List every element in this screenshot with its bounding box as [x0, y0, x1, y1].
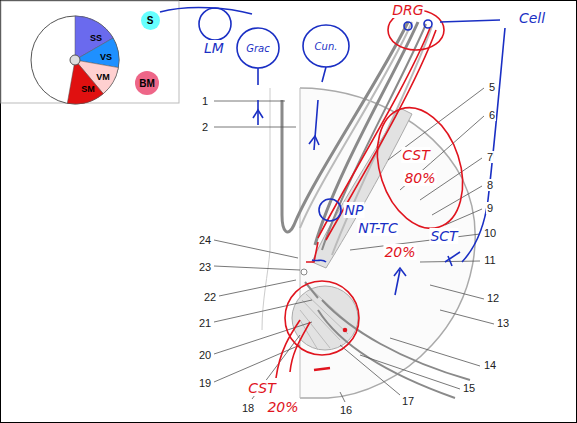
callout-number: 7 [486, 151, 494, 163]
handwritten-note: Cun. [314, 41, 339, 52]
red-annotations [276, 10, 477, 378]
callout-number: 15 [462, 382, 476, 394]
leader [390, 338, 480, 366]
handwritten-note: LM [203, 40, 225, 56]
callout-number: 10 [483, 227, 497, 239]
blue-dot [404, 22, 412, 30]
blue-annotations [160, 8, 505, 295]
leader [340, 345, 400, 395]
callout-number: 18 [241, 402, 255, 414]
callout-number: 1 [201, 95, 209, 107]
callout-number: 14 [483, 359, 497, 371]
sector-label: SM [81, 84, 95, 94]
callout-number: 9 [486, 202, 494, 214]
leader [214, 240, 298, 258]
blue-loop [199, 8, 231, 40]
pie-outline [31, 16, 119, 104]
red-dot [344, 329, 347, 332]
blue-mark [445, 252, 460, 266]
leader-lines [214, 88, 494, 402]
inset-panel [1, 1, 179, 103]
handwritten-note: 20% [383, 244, 416, 260]
blue-line [462, 28, 505, 262]
callout-number: 17 [401, 395, 415, 407]
fibre [318, 310, 455, 398]
sector-label: SS [90, 33, 102, 43]
handwritten-note: SCT [429, 228, 458, 244]
callout-number: 12 [486, 292, 500, 304]
handwritten-note: NP [344, 202, 365, 218]
sector-label: VM [96, 72, 110, 82]
fibre [315, 22, 418, 245]
callout-number: 6 [488, 109, 496, 121]
ventral-horn [292, 286, 358, 350]
callout-number: 21 [198, 317, 212, 329]
callout-number: 2 [201, 121, 209, 133]
blue-dot [424, 20, 432, 28]
callout-number: 13 [496, 317, 510, 329]
cord [262, 88, 475, 398]
handwritten-note: Grac [245, 43, 271, 54]
blue-arrow [394, 268, 406, 295]
callout-number: 5 [488, 81, 496, 93]
median-septum [300, 88, 301, 398]
leader [430, 285, 484, 299]
handwritten-note: 20% [266, 399, 299, 415]
handwritten-note: NT-TC [357, 220, 398, 236]
inset-pie [1, 1, 179, 104]
leader [440, 310, 494, 324]
blue-loop [237, 28, 279, 68]
red-tract [318, 28, 430, 238]
blue-line [257, 68, 259, 125]
leader [214, 101, 285, 102]
blue-loop [303, 25, 349, 67]
central-canal [301, 269, 307, 275]
pie-key-circle: S [141, 11, 160, 30]
leader [219, 280, 296, 296]
handwritten-note: Cell [518, 10, 546, 26]
left-half-edge [262, 88, 270, 330]
blue-arrowhead [253, 110, 319, 145]
callout-number: 24 [198, 234, 212, 246]
leader [340, 392, 345, 402]
handwritten-note: CST [401, 147, 430, 163]
callout-number: 16 [339, 404, 353, 416]
blue-loop [319, 199, 341, 221]
leader [445, 209, 482, 225]
central-dot [70, 55, 80, 65]
red-tract [306, 242, 318, 262]
callout-number: 23 [198, 261, 212, 273]
handwritten-note: CST [247, 380, 276, 396]
red-loop [363, 97, 477, 240]
callout-number: 19 [198, 377, 212, 389]
leader [360, 355, 460, 389]
leader [214, 266, 300, 270]
node-text: BM [139, 78, 155, 89]
sector-label: VS [100, 52, 112, 62]
callout-number: 20 [198, 349, 212, 361]
leader [214, 127, 296, 128]
callout-number: 22 [203, 291, 217, 303]
leader [214, 300, 312, 322]
red-dash [314, 368, 330, 370]
fibre [300, 22, 412, 228]
blue-line [440, 20, 500, 22]
callout-number: 8 [486, 179, 494, 191]
pie-key-circle: BM [135, 71, 159, 95]
blue-stroke [312, 260, 326, 262]
red-tract [290, 322, 310, 372]
root-fibres [282, 22, 470, 398]
node-text: S [147, 15, 154, 26]
handwritten-note: 80% [403, 170, 436, 186]
leader [214, 322, 312, 354]
leader [214, 345, 300, 382]
callout-number: 11 [483, 254, 496, 266]
handwritten-note: DRG [391, 2, 424, 18]
red-loop [285, 281, 359, 355]
